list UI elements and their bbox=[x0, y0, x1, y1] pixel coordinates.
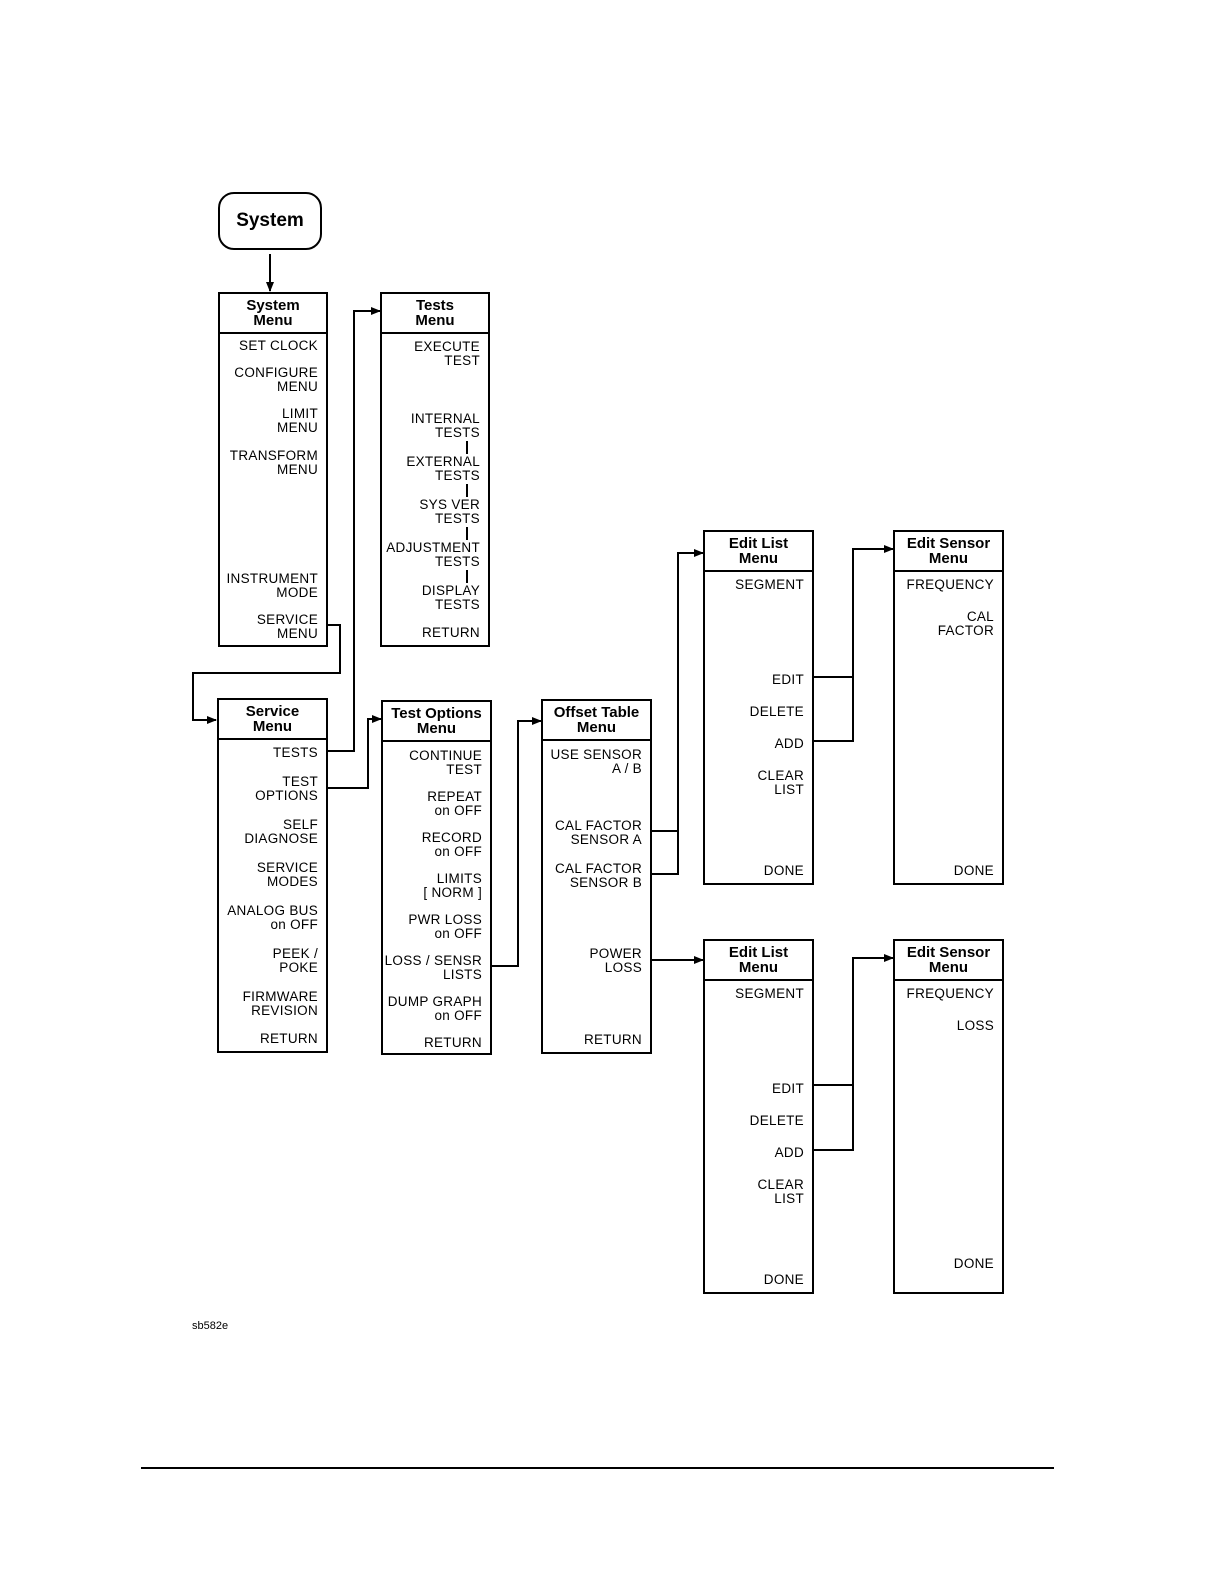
edit-list-menu-title: Edit List Menu bbox=[705, 941, 812, 981]
softkey-repeat[interactable]: REPEAT on OFF bbox=[427, 789, 482, 818]
softkey-display-tests[interactable]: DISPLAY TESTS bbox=[421, 583, 480, 612]
softkey-self-diagnose[interactable]: SELF DIAGNOSE bbox=[244, 817, 318, 846]
softkey-segment[interactable]: SEGMENT bbox=[735, 577, 804, 592]
edit-list-menu-power-loss: Edit List Menu SEGMENT EDIT DELETE ADD C… bbox=[703, 939, 814, 1294]
softkey-segment[interactable]: SEGMENT bbox=[735, 986, 804, 1001]
edit-sensor-menu-title: Edit Sensor Menu bbox=[895, 532, 1002, 572]
softkey-adjustment-tests[interactable]: ADJUSTMENT TESTS bbox=[386, 540, 480, 569]
page-footer-rule bbox=[141, 1467, 1054, 1469]
service-menu: Service Menu TESTS TEST OPTIONS SELF DIA… bbox=[217, 698, 328, 1053]
system-hardkey[interactable]: System bbox=[218, 192, 322, 250]
softkey-delete[interactable]: DELETE bbox=[749, 1113, 804, 1128]
system-menu-title: System Menu bbox=[220, 294, 326, 334]
softkey-service-menu[interactable]: SERVICE MENU bbox=[256, 612, 318, 641]
softkey-analog-bus[interactable]: ANALOG BUS on OFF bbox=[227, 903, 318, 932]
edit-list-menu-title: Edit List Menu bbox=[705, 532, 812, 572]
softkey-cal-factor-sensor-a[interactable]: CAL FACTOR SENSOR A bbox=[554, 818, 642, 847]
offset-table-menu-title: Offset Table Menu bbox=[543, 701, 650, 741]
softkey-use-sensor-a-b[interactable]: USE SENSOR A / B bbox=[550, 747, 642, 776]
softkey-cal-factor[interactable]: CAL FACTOR bbox=[937, 609, 994, 638]
group-divider bbox=[466, 570, 468, 583]
arrow-service-menu-key-to-service-menu bbox=[192, 624, 341, 724]
arrow-loss-sensr-key-to-offset-table-menu bbox=[492, 717, 542, 967]
softkey-return[interactable]: RETURN bbox=[421, 625, 480, 640]
test-options-menu-title: Test Options Menu bbox=[383, 702, 490, 742]
edit-sensor-menu-cal-factor: Edit Sensor Menu FREQUENCY CAL FACTOR DO… bbox=[893, 530, 1004, 885]
softkey-return[interactable]: RETURN bbox=[423, 1035, 482, 1050]
edit-sensor-menu-title: Edit Sensor Menu bbox=[895, 941, 1002, 981]
softkey-test-options[interactable]: TEST OPTIONS bbox=[255, 774, 318, 803]
softkey-done[interactable]: DONE bbox=[763, 1272, 804, 1287]
offset-table-menu: Offset Table Menu USE SENSOR A / B CAL F… bbox=[541, 699, 652, 1054]
tests-menu-title: Tests Menu bbox=[382, 294, 488, 334]
softkey-limit-menu[interactable]: LIMIT MENU bbox=[277, 406, 318, 435]
softkey-return[interactable]: RETURN bbox=[259, 1031, 318, 1046]
softkey-continue-test[interactable]: CONTINUE TEST bbox=[409, 748, 482, 777]
softkey-internal-tests[interactable]: INTERNAL TESTS bbox=[410, 411, 480, 440]
softkey-limits[interactable]: LIMITS [ NORM ] bbox=[423, 871, 482, 900]
softkey-edit[interactable]: EDIT bbox=[772, 672, 804, 687]
tests-menu: Tests Menu EXECUTE TEST INTERNAL TESTS E… bbox=[380, 292, 490, 647]
arrow-edit-add-keys-to-edit-sensor-menu-2 bbox=[813, 958, 893, 1151]
softkey-delete[interactable]: DELETE bbox=[749, 704, 804, 719]
softkey-record[interactable]: RECORD on OFF bbox=[421, 830, 482, 859]
arrow-edit-add-keys-to-edit-sensor-menu-1 bbox=[813, 549, 893, 742]
softkey-add[interactable]: ADD bbox=[774, 1145, 804, 1160]
arrow-test-options-key-to-test-options-menu bbox=[328, 715, 382, 789]
softkey-frequency[interactable]: FREQUENCY bbox=[906, 577, 994, 592]
softkey-sys-ver-tests[interactable]: SYS VER TESTS bbox=[419, 497, 480, 526]
softkey-dump-graph[interactable]: DUMP GRAPH on OFF bbox=[387, 994, 482, 1023]
softkey-configure-menu[interactable]: CONFIGURE MENU bbox=[234, 365, 318, 394]
test-options-menu: Test Options Menu CONTINUE TEST REPEAT o… bbox=[381, 700, 492, 1055]
figure-id-caption: sb582e bbox=[192, 1320, 229, 1332]
edit-list-menu-cal-factor: Edit List Menu SEGMENT EDIT DELETE ADD C… bbox=[703, 530, 814, 885]
softkey-clear-list[interactable]: CLEAR LIST bbox=[757, 1177, 804, 1206]
softkey-add[interactable]: ADD bbox=[774, 736, 804, 751]
group-divider bbox=[466, 484, 468, 497]
softkey-loss[interactable]: LOSS bbox=[956, 1018, 994, 1033]
softkey-done[interactable]: DONE bbox=[953, 863, 994, 878]
softkey-power-loss[interactable]: POWER LOSS bbox=[589, 946, 642, 975]
softkey-clear-list[interactable]: CLEAR LIST bbox=[757, 768, 804, 797]
softkey-loss-sensr-lists[interactable]: LOSS / SENSR LISTS bbox=[384, 953, 482, 982]
softkey-service-modes[interactable]: SERVICE MODES bbox=[256, 860, 318, 889]
softkey-instrument-mode[interactable]: INSTRUMENT MODE bbox=[226, 571, 318, 600]
group-divider bbox=[466, 441, 468, 454]
softkey-peek-poke[interactable]: PEEK / POKE bbox=[272, 946, 318, 975]
softkey-done[interactable]: DONE bbox=[953, 1256, 994, 1271]
softkey-pwr-loss[interactable]: PWR LOSS on OFF bbox=[408, 912, 482, 941]
softkey-frequency[interactable]: FREQUENCY bbox=[906, 986, 994, 1001]
softkey-cal-factor-sensor-b[interactable]: CAL FACTOR SENSOR B bbox=[554, 861, 642, 890]
softkey-return[interactable]: RETURN bbox=[583, 1032, 642, 1047]
softkey-execute-test[interactable]: EXECUTE TEST bbox=[414, 339, 480, 368]
softkey-tests[interactable]: TESTS bbox=[272, 745, 318, 760]
system-hardkey-label: System bbox=[236, 210, 304, 231]
group-divider bbox=[466, 527, 468, 540]
softkey-external-tests[interactable]: EXTERNAL TESTS bbox=[406, 454, 480, 483]
softkey-done[interactable]: DONE bbox=[763, 863, 804, 878]
arrow-tests-key-to-tests-menu bbox=[328, 307, 381, 752]
softkey-set-clock[interactable]: SET CLOCK bbox=[239, 338, 318, 353]
edit-sensor-menu-power-loss: Edit Sensor Menu FREQUENCY LOSS DONE bbox=[893, 939, 1004, 1294]
softkey-firmware-revision[interactable]: FIRMWARE REVISION bbox=[242, 989, 318, 1018]
softkey-transform-menu[interactable]: TRANSFORM MENU bbox=[229, 448, 318, 477]
system-menu: System Menu SET CLOCK CONFIGURE MENU LIM… bbox=[218, 292, 328, 647]
arrow-cal-factor-keys-to-edit-list-menu-1 bbox=[652, 553, 703, 875]
service-menu-title: Service Menu bbox=[219, 700, 326, 740]
softkey-edit[interactable]: EDIT bbox=[772, 1081, 804, 1096]
